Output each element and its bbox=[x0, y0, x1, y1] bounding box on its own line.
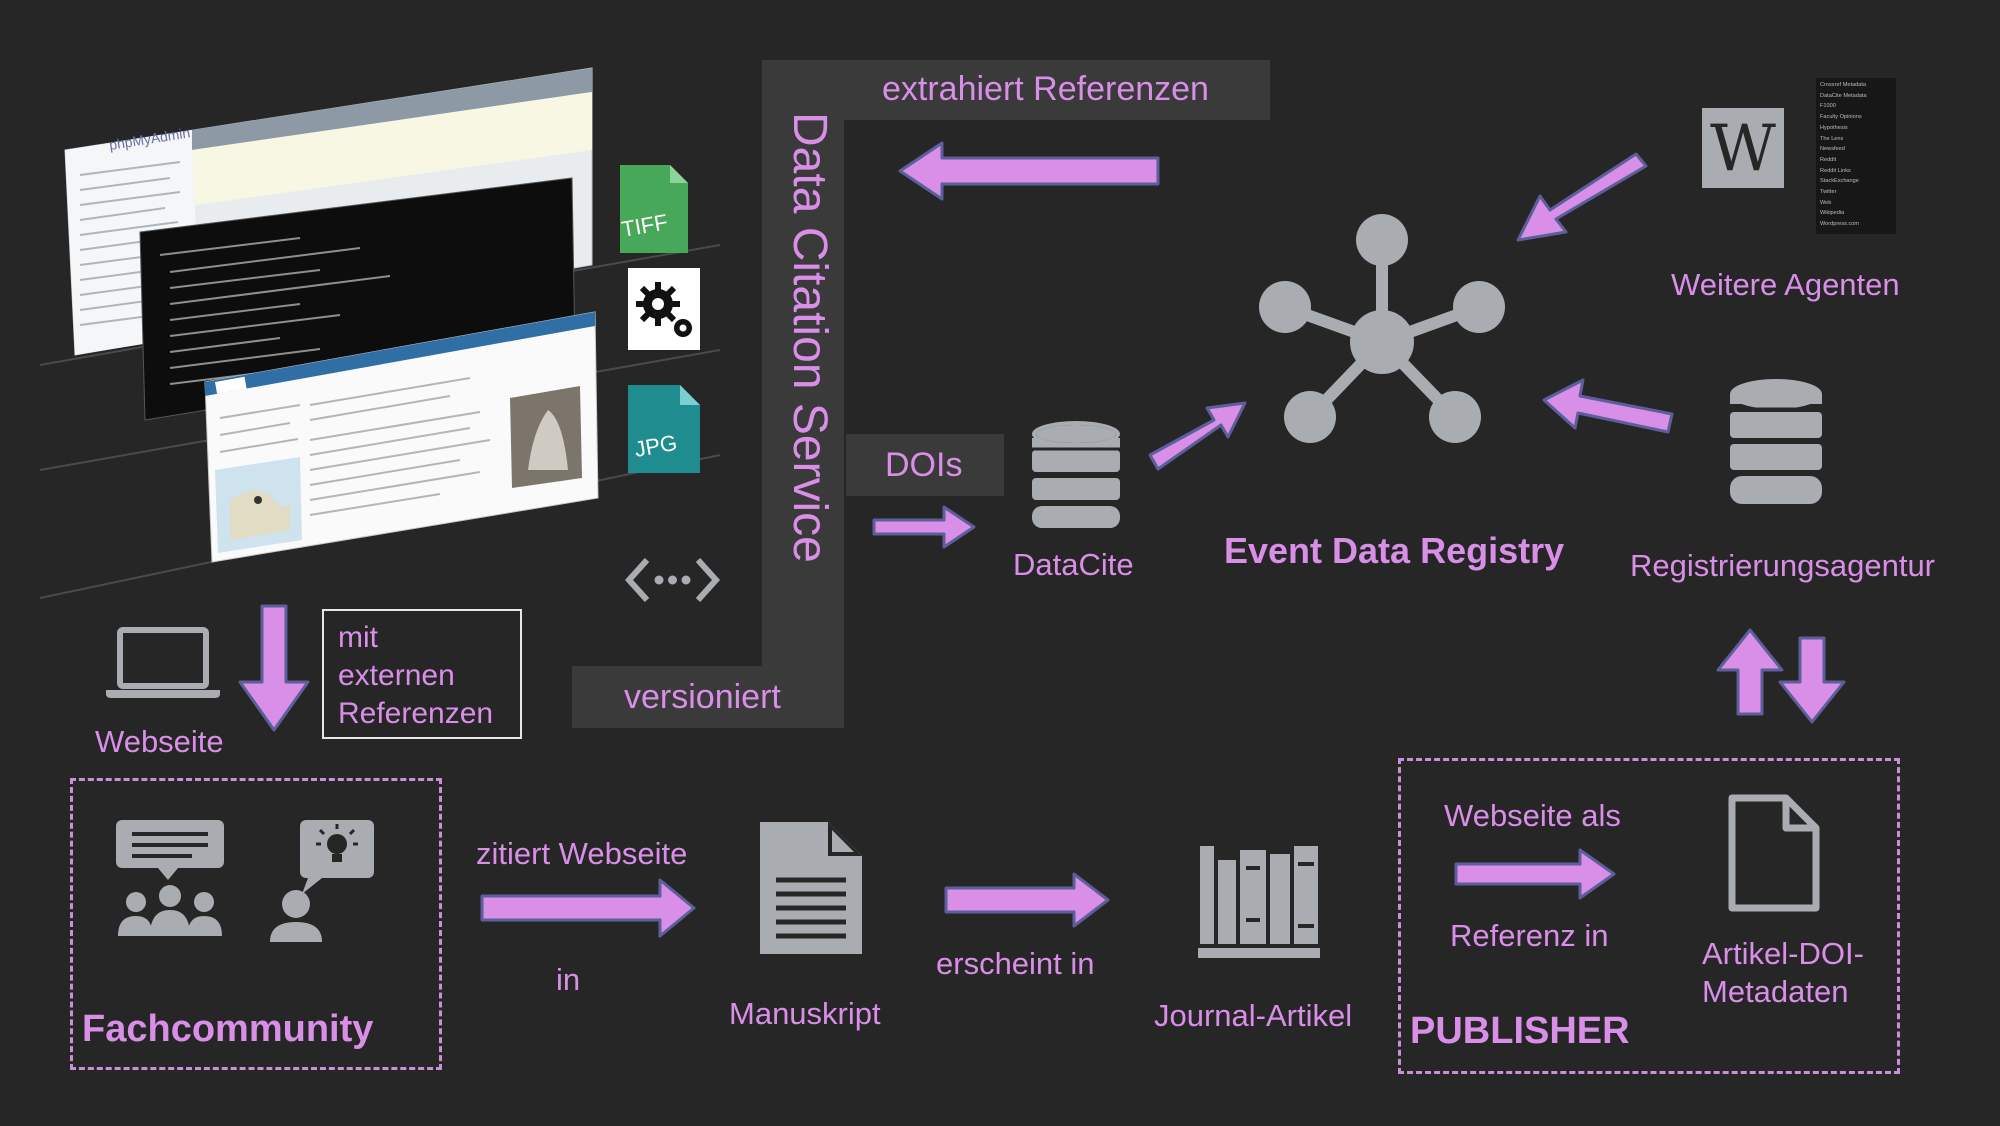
tiff-file-icon: TIFF bbox=[620, 165, 688, 253]
registry-hub-icon bbox=[1259, 214, 1505, 443]
cites-bottom-label: in bbox=[556, 962, 581, 997]
versioned-label: versioniert bbox=[624, 678, 781, 716]
metadata-document-icon bbox=[1728, 794, 1820, 912]
agent-list-item: Crossref Metadata bbox=[1820, 82, 1867, 88]
agent-list-item: Faculty Opinions bbox=[1820, 114, 1862, 121]
agent-list-item: Reddit bbox=[1820, 156, 1837, 163]
datacite-label: DataCite bbox=[1013, 547, 1134, 582]
agent-list-item: The Lens bbox=[1820, 135, 1844, 142]
dcs-title: Data Citation Service bbox=[783, 112, 836, 563]
settings-file-icon bbox=[628, 268, 700, 350]
dcs-top-bar bbox=[762, 60, 1270, 120]
agent-list-item: Twitter bbox=[1820, 189, 1837, 196]
jpg-file-icon: JPG bbox=[628, 385, 700, 473]
registrar-database-icon bbox=[1730, 379, 1822, 504]
agent-list-item: Hypothesis bbox=[1820, 124, 1848, 131]
manuscript-document-icon bbox=[760, 822, 862, 954]
website-label: Webseite bbox=[95, 724, 224, 759]
idea-person-icon bbox=[270, 820, 374, 942]
code-icon bbox=[624, 557, 721, 603]
datacite-database-icon bbox=[1032, 421, 1120, 528]
note-line-1: mit bbox=[338, 621, 378, 654]
agent-list-item: Newsfeed bbox=[1820, 146, 1845, 153]
agents-label: Weitere Agenten bbox=[1671, 267, 1900, 302]
publisher-ref-bottom-label: Referenz in bbox=[1450, 918, 1609, 953]
journal-books-icon bbox=[1198, 846, 1320, 958]
community-label: Fachcommunity bbox=[82, 1008, 374, 1050]
note-line-2: externen bbox=[338, 659, 455, 692]
laptop-icon bbox=[106, 627, 220, 698]
agent-list-item: Wordpress.com bbox=[1820, 221, 1860, 228]
dcs-bottom-bar bbox=[572, 666, 844, 728]
agent-list-item: Web bbox=[1820, 199, 1832, 206]
extracts-references-label: extrahiert Referenzen bbox=[882, 70, 1209, 108]
dois-box bbox=[846, 434, 1004, 496]
dcs-vertical-bar bbox=[762, 60, 844, 728]
manuscript-label: Manuskript bbox=[729, 996, 881, 1031]
appears-label: erscheint in bbox=[936, 946, 1095, 981]
publisher-ref-top-label: Webseite als bbox=[1444, 798, 1621, 833]
journal-label: Journal-Artikel bbox=[1154, 998, 1353, 1033]
note-line-3: Referenzen bbox=[338, 697, 494, 730]
agent-list-item: StackExchange bbox=[1820, 178, 1859, 185]
publisher-meta-line2: Metadaten bbox=[1702, 974, 1849, 1009]
cites-top-label: zitiert Webseite bbox=[476, 836, 688, 871]
publisher-meta-line1: Artikel-DOI- bbox=[1702, 936, 1864, 971]
agent-list-item: DataCite Metadata bbox=[1820, 92, 1867, 99]
publisher-box bbox=[1398, 758, 1900, 1074]
external-references-note: mit externen Referenzen bbox=[322, 609, 522, 739]
registry-label: Event Data Registry bbox=[1224, 530, 1565, 571]
community-box bbox=[70, 778, 442, 1070]
agent-list-item: Wikipedia bbox=[1820, 210, 1845, 217]
group-discussion-icon bbox=[116, 820, 224, 936]
wikipedia-icon: W bbox=[1702, 108, 1784, 188]
agent-list-item: F1000 bbox=[1820, 103, 1836, 110]
registrar-label: Registrierungsagentur bbox=[1630, 548, 1936, 583]
publisher-label: PUBLISHER bbox=[1410, 1010, 1630, 1052]
dois-label: DOIs bbox=[885, 446, 963, 484]
agent-list-item: Reddit Links bbox=[1820, 167, 1851, 174]
